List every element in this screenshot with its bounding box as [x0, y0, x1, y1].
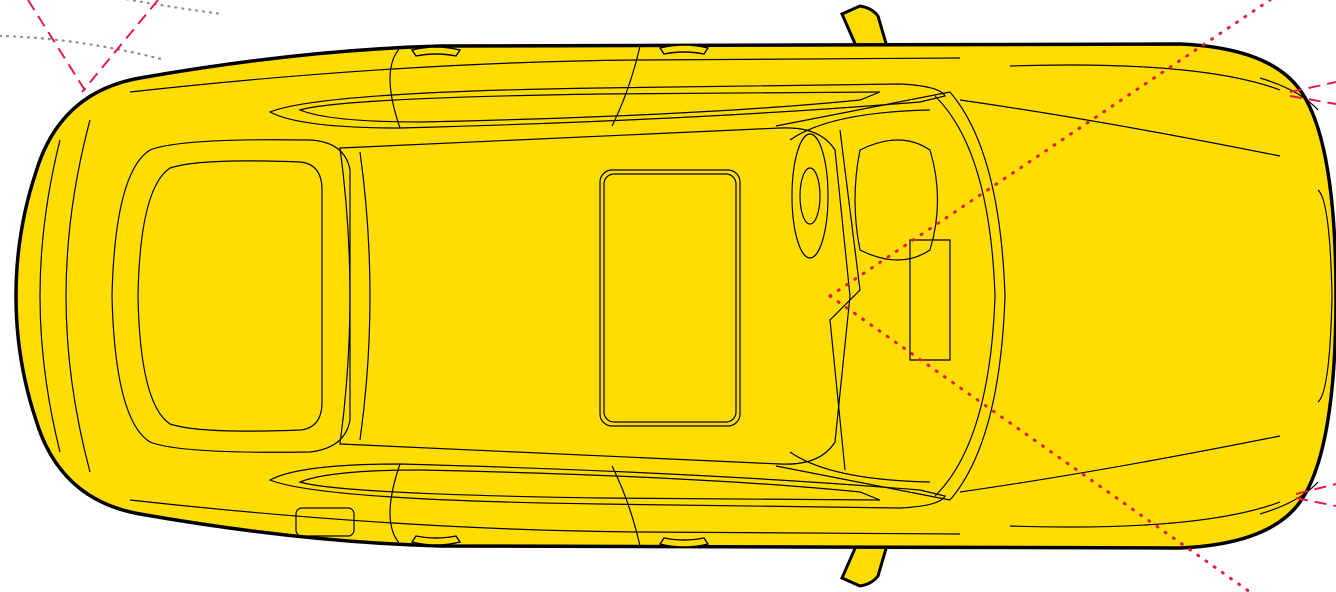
right-crease	[129, 499, 961, 535]
front-seat-left	[854, 139, 939, 261]
steering-wheel-inner	[799, 167, 821, 225]
front-sensor-bottom-a	[1295, 483, 1336, 495]
front-sensor-top-a	[1289, 81, 1336, 93]
dashboard-line	[789, 109, 931, 483]
steering-wheel	[791, 133, 829, 259]
door-handle-bottom-front	[658, 537, 710, 548]
left-crease	[129, 57, 961, 93]
rear-bumper-line	[39, 139, 61, 453]
rear-bumper-line-2	[65, 119, 91, 473]
roof-outline	[339, 127, 851, 465]
windshield	[949, 91, 1006, 501]
interior-sensor-lines	[828, 0, 1272, 592]
door-handle-bottom-rear	[410, 535, 462, 546]
rear-radar-arc-outer	[124, 0, 224, 16]
front-sensor-bottom-b	[1295, 497, 1336, 507]
front-sensor-top-b	[1289, 95, 1336, 105]
sunroof	[599, 169, 741, 427]
door-seam-top-1	[389, 47, 401, 129]
rear-sensor-line-a	[27, 0, 87, 93]
hood-edge-top	[1009, 64, 1281, 91]
hood-edge-bottom	[1009, 501, 1281, 528]
front-seat-right	[909, 239, 951, 361]
fuel-cap	[295, 507, 355, 537]
hood-line-bottom	[959, 435, 1281, 493]
door-handle-top-rear	[410, 46, 462, 57]
door-seam-bottom-2	[611, 465, 641, 547]
rear-sensor-line-b	[81, 0, 159, 93]
rear-window-outline	[111, 139, 351, 453]
rear-sensor-group	[0, 0, 224, 93]
hood-line-top	[959, 99, 1281, 157]
door-seam-bottom-1	[389, 463, 401, 545]
body-outline	[14, 42, 1336, 550]
front-sensor-group	[1289, 81, 1336, 507]
rear-radar-arc-inner	[0, 34, 167, 62]
rear-glass	[137, 160, 323, 432]
center-console	[829, 129, 861, 471]
roof-inner-line	[359, 151, 371, 441]
a-pillar-top	[775, 91, 951, 127]
windshield-frame	[934, 95, 996, 497]
door-seam-top-2	[611, 45, 641, 127]
interior-line-forward-top	[828, 0, 1272, 298]
car-body	[14, 42, 1336, 550]
a-pillar-bottom	[775, 465, 951, 501]
sunroof-inner	[603, 173, 737, 423]
headlight-right	[1259, 481, 1319, 515]
door-handle-top-front	[658, 44, 710, 55]
front-grille	[1317, 189, 1333, 403]
